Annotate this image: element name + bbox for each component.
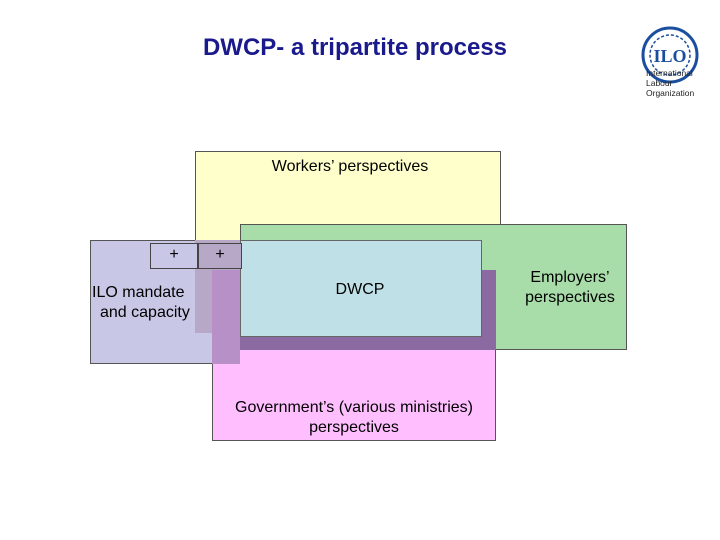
dwcp-label: DWCP bbox=[335, 281, 385, 298]
workers-label: Workers’ perspectives bbox=[271, 158, 429, 175]
logo-line-1: International bbox=[646, 68, 693, 78]
ilo-label: ILO mandate and capacity bbox=[92, 283, 212, 323]
government-label-line-1: Government’s (various ministries) bbox=[235, 399, 473, 416]
logo-line-3: Organization bbox=[646, 88, 695, 98]
government-label: Government’s (various ministries) perspe… bbox=[212, 398, 496, 438]
government-ilo-overlap bbox=[212, 270, 240, 364]
government-label-line-2: perspectives bbox=[309, 419, 399, 436]
slide-title: DWCP- a tripartite process bbox=[202, 34, 508, 61]
plus-box-left: + bbox=[150, 243, 198, 269]
ilo-label-line-1: ILO mandate bbox=[92, 284, 185, 301]
ilo-label-line-2: and capacity bbox=[100, 304, 190, 321]
plus-box-right: + bbox=[198, 243, 242, 269]
logo-mark: ILO bbox=[653, 46, 686, 66]
employers-label-line-2: perspectives bbox=[525, 289, 615, 306]
logo-text: International Labour Organization bbox=[646, 68, 720, 98]
dwcp-box bbox=[240, 240, 482, 337]
logo-line-2: Labour bbox=[646, 78, 673, 88]
ilo-emblem-icon: ILO bbox=[641, 26, 699, 84]
employers-label: Employers’ perspectives bbox=[510, 268, 630, 308]
employers-label-line-1: Employers’ bbox=[530, 269, 610, 286]
